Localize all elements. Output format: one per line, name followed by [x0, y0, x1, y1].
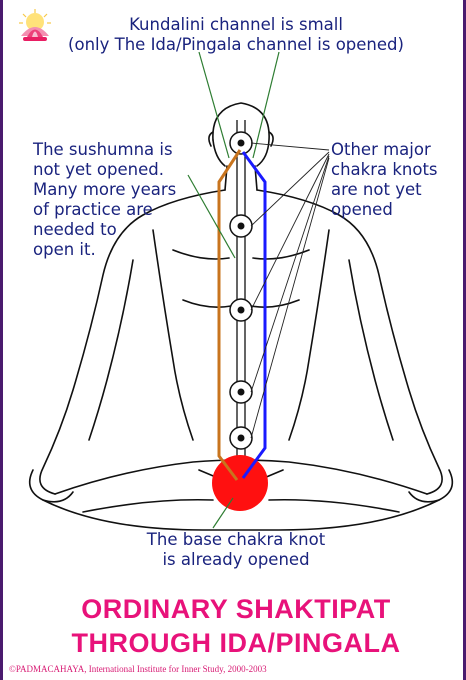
- chakra-knots-note-line: Other major: [331, 140, 438, 160]
- copyright-notice: ©PADMACAHAYA, International Institute fo…: [9, 664, 267, 674]
- chakra-knots: [230, 132, 252, 449]
- chakra-knots-note-line: are not yet: [331, 180, 438, 200]
- right-arm-outline: [257, 190, 442, 494]
- chakra-pointer-lines: [251, 143, 329, 438]
- base-chakra-note-line1: The base chakra knot: [3, 530, 466, 550]
- sushumna-note-line: Many more years: [33, 180, 176, 200]
- sushumna-note-line: not yet opened.: [33, 160, 176, 180]
- chakra-knots-note-line: chakra knots: [331, 160, 438, 180]
- base-chakra-note: The base chakra knot is already opened: [3, 530, 466, 570]
- meditating-figure: [3, 0, 466, 680]
- sushumna-note: The sushumna is not yet opened. Many mor…: [33, 140, 176, 260]
- base-chakra-opened: [212, 455, 268, 511]
- chakra-knots-note: Other major chakra knots are not yet ope…: [331, 140, 438, 220]
- base-chakra-note-line2: is already opened: [3, 550, 466, 570]
- sushumna-note-line: needed to: [33, 220, 176, 240]
- sushumna-note-line: of practice are: [33, 200, 176, 220]
- chakra-knots-note-line: opened: [331, 200, 438, 220]
- title-line2: THROUGH IDA/PINGALA: [3, 628, 466, 659]
- sushumna-note-line: The sushumna is: [33, 140, 176, 160]
- top-caption: Kundalini channel is small (only The Ida…: [3, 15, 466, 55]
- title-line1: ORDINARY SHAKTIPAT: [3, 594, 466, 625]
- top-caption-line1: Kundalini channel is small: [3, 15, 466, 35]
- sushumna-note-line: open it.: [33, 240, 176, 260]
- top-caption-line2: (only The Ida/Pingala channel is opened): [3, 35, 466, 55]
